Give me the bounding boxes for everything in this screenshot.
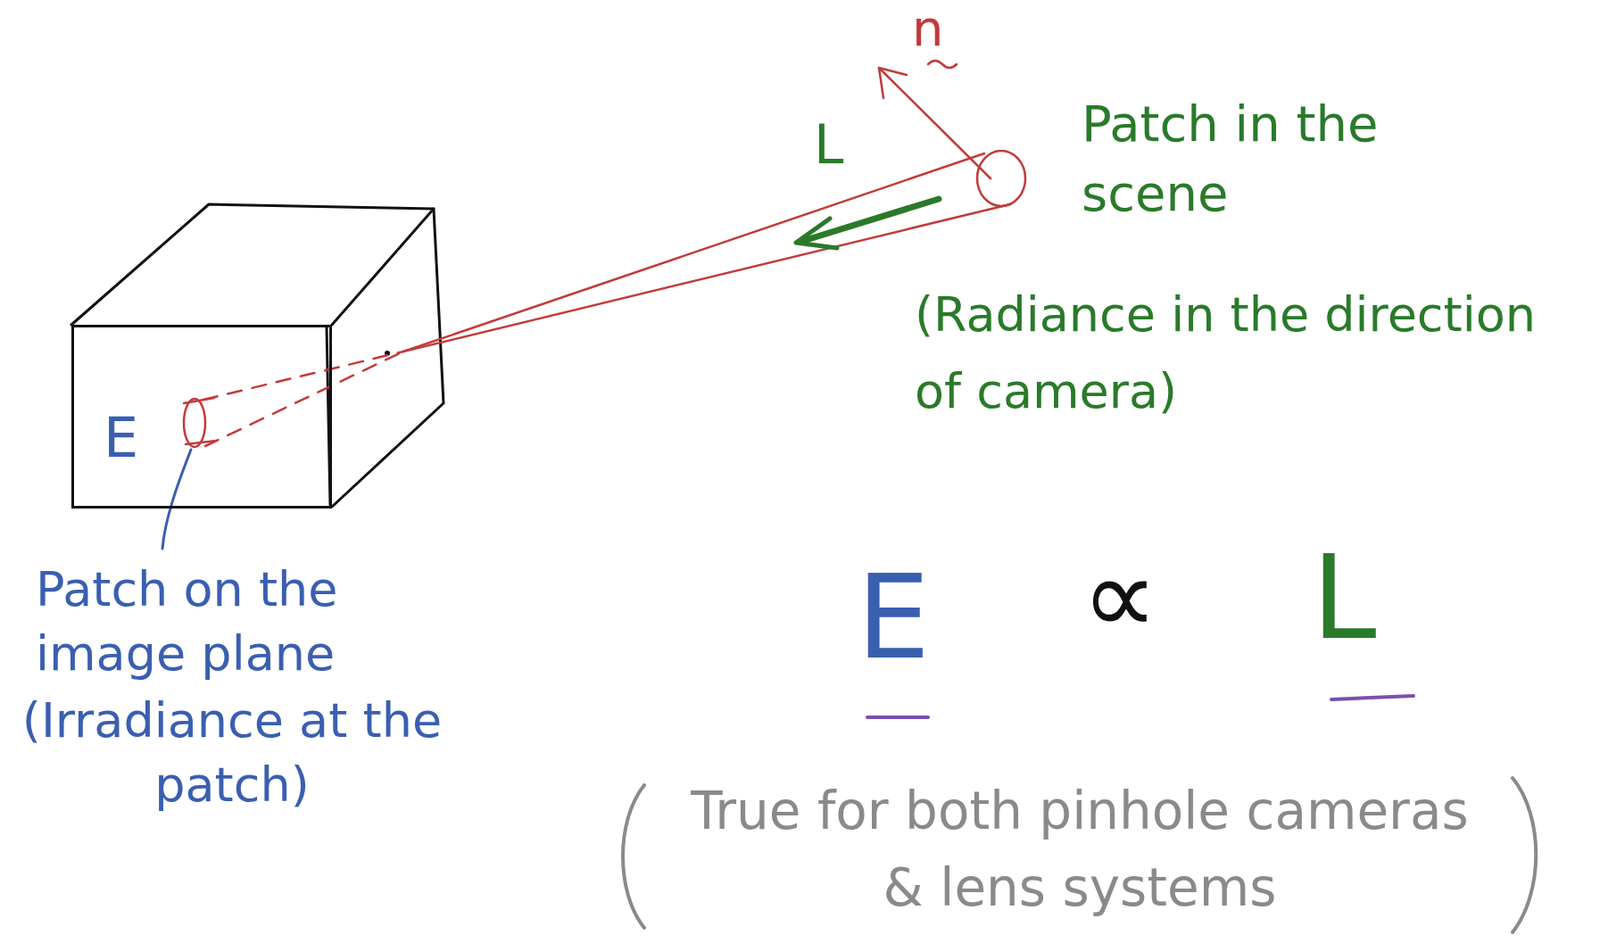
- image-patch-rim: [183, 397, 216, 445]
- underline: [1331, 696, 1414, 700]
- vector-tilde: [928, 60, 957, 68]
- bracket: [622, 785, 645, 929]
- formula-symbol: E: [856, 551, 930, 686]
- radiance-arrowhead: [795, 218, 838, 249]
- formula-symbol: L: [1311, 531, 1377, 666]
- radiance-arrow: [803, 198, 939, 241]
- proportional-sign: ∝: [1081, 535, 1159, 659]
- camera-box: E: [71, 324, 332, 509]
- scene-patch: [977, 150, 1026, 207]
- normal-vector: [878, 67, 991, 179]
- vector-label: n: [911, 0, 945, 58]
- underline: [867, 715, 929, 720]
- image-patch-label: Patch on the image plane: [35, 557, 420, 687]
- dashed-ray: [205, 351, 404, 447]
- caption-note: True for both pinhole cameras & lens sys…: [664, 772, 1495, 927]
- image-patch: [183, 398, 206, 448]
- camera-top-face: [71, 204, 434, 325]
- scene-patch-label: Patch in the scene: [1081, 89, 1385, 229]
- leader-line: [162, 449, 191, 549]
- scene-patch-note: (Radiance in the direction of camera): [914, 276, 1584, 431]
- normal-arrowhead: [878, 67, 907, 99]
- bracket: [1512, 778, 1536, 933]
- image-patch-note: (Irradiance at the patch): [8, 688, 456, 818]
- image-irradiance: E: [103, 406, 139, 470]
- radiance-label: L: [813, 114, 844, 176]
- ray-cone-edge: [403, 153, 985, 352]
- dashed-ray: [203, 351, 404, 400]
